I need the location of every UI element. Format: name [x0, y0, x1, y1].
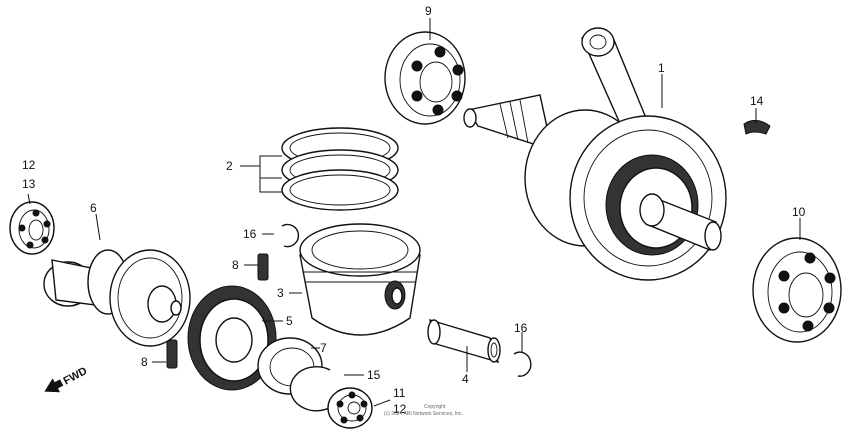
callout-11: 11 [393, 386, 406, 400]
callout-4: 4 [462, 372, 469, 386]
leader-lines [27, 18, 801, 407]
piston-pin-4[interactable] [427, 318, 501, 364]
callout-5: 5 [286, 314, 293, 328]
copyright-line-2: (c) 2024 ARI Network Services, Inc. [384, 411, 463, 417]
callout-8-upper: 8 [232, 258, 239, 272]
copyright-line-1: Copyright [424, 404, 446, 410]
callout-2: 2 [226, 159, 233, 173]
fwd-arrow-icon [44, 378, 64, 393]
ball-bearing-11[interactable] [327, 387, 373, 429]
callout-10: 10 [792, 205, 806, 219]
copyright-notice: Copyright (c) 2024 ARI Network Services,… [384, 404, 463, 417]
callout-14: 14 [750, 94, 764, 108]
ball-bearing-10[interactable] [752, 237, 842, 343]
callout-9: 9 [425, 4, 432, 18]
callout-13: 13 [22, 177, 36, 191]
callout-16-right: 16 [514, 321, 528, 335]
crankshaft-1[interactable] [463, 27, 727, 281]
callout-12-left: 12 [22, 158, 36, 172]
ball-bearing-13[interactable] [9, 201, 55, 255]
fwd-label: FWD [61, 365, 89, 387]
balancer-drive-gear-5[interactable] [187, 285, 277, 391]
callout-12-bottom: 12 [393, 402, 407, 416]
piston-pin-clip-16-upper[interactable] [281, 223, 300, 248]
piston-pin-clip-16-right[interactable] [513, 351, 532, 377]
stud-8-lower[interactable] [166, 339, 178, 369]
callout-7: 7 [320, 341, 327, 355]
forward-direction-indicator: FWD [44, 365, 89, 393]
callout-16-upper: 16 [243, 227, 257, 241]
ball-bearing-9[interactable] [384, 31, 466, 125]
callout-15: 15 [367, 368, 381, 382]
callout-1: 1 [658, 61, 665, 75]
woodruff-key-14[interactable] [743, 120, 771, 135]
callout-6: 6 [90, 201, 97, 215]
balancer-shaft-6[interactable] [43, 249, 191, 347]
piston-ring-set-2[interactable] [281, 127, 399, 211]
stud-8-upper[interactable] [257, 253, 269, 281]
callout-8-lower: 8 [141, 355, 148, 369]
callout-3: 3 [277, 286, 284, 300]
callout-labels: 1 2 3 4 5 6 7 8 8 9 10 11 12 12 13 14 15… [22, 4, 806, 416]
piston-3[interactable] [299, 223, 421, 336]
